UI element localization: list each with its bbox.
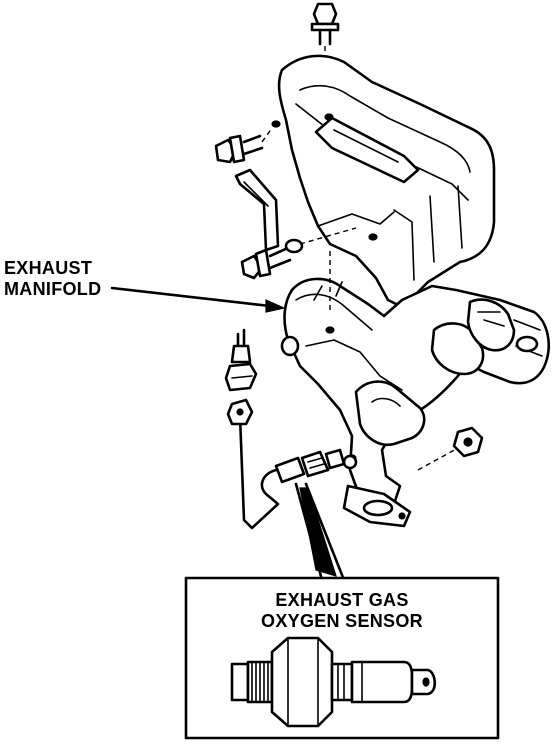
oxygen-sensor-label-line2: OXYGEN SENSOR	[261, 611, 423, 631]
manifold-leader-arrow	[110, 286, 286, 313]
manifold-outlet-flange	[342, 484, 412, 528]
sensor-callout-wedge	[294, 482, 346, 582]
exhaust-manifold-label-line1: EXHAUST	[4, 258, 93, 278]
manifold-stud-nut	[452, 426, 484, 458]
exhaust-manifold-label-line2: MANIFOLD	[4, 279, 102, 299]
heat-shield-side-bolt	[214, 127, 273, 164]
oxygen-sensor-label-line1: EXHAUST GAS	[275, 590, 409, 610]
exhaust-manifold-label: EXHAUST MANIFOLD	[4, 258, 101, 300]
heat-shield	[271, 54, 496, 308]
sensor-detail-inset	[184, 576, 500, 740]
exhaust-manifold	[280, 250, 550, 508]
manifold-bracket	[234, 168, 357, 280]
oxygen-sensor-installed	[238, 414, 358, 530]
heat-shield-top-bolt	[310, 2, 340, 118]
sensor-harness-connector	[224, 328, 258, 426]
oxygen-sensor-detail	[230, 636, 437, 728]
oxygen-sensor-label: EXHAUST GAS OXYGEN SENSOR	[186, 590, 498, 632]
